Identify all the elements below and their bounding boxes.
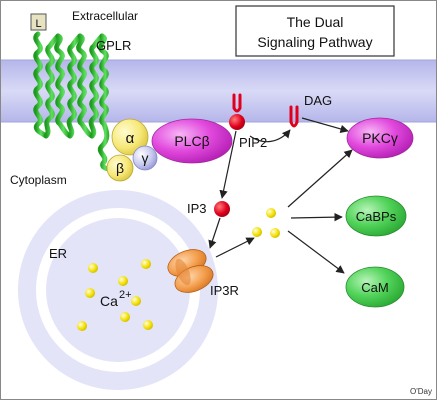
extracellular-label: Extracellular (72, 9, 138, 23)
plasma-membrane (1, 60, 436, 122)
plc-beta (151, 118, 233, 164)
arrow-calcium-to-cabps (290, 212, 343, 222)
dag-molecule (289, 105, 299, 128)
calcium-ions-cytosol (252, 208, 280, 238)
title-box: The Dual Signaling Pathway (235, 5, 395, 57)
ip3r-label: IP3R (210, 283, 239, 298)
g-beta-subunit (106, 154, 134, 182)
title-line-1: The Dual (287, 14, 344, 30)
credit-label: O'Day (410, 387, 432, 396)
g-beta-label: β (116, 160, 124, 176)
calcium-label: Ca 2+ (100, 289, 132, 309)
title-line-2: Signaling Pathway (257, 34, 372, 50)
g-alpha-subunit (111, 118, 149, 156)
plc-beta-label: PLCβ (174, 133, 209, 149)
pkc-gamma-label: PKCγ (362, 130, 398, 146)
ligand-label: L (35, 18, 41, 30)
calcium-ions-er (77, 259, 153, 331)
pkc-gamma (346, 117, 414, 159)
arrow-ip3-to-ip3r (208, 217, 221, 249)
calcium-label-base: Ca (100, 293, 118, 309)
cabps-label: CaBPs (356, 209, 397, 224)
g-alpha-label: α (126, 130, 135, 147)
ip3-label: IP3 (187, 201, 207, 216)
cam (345, 266, 405, 308)
dag-label: DAG (304, 93, 332, 108)
ip3-molecule (214, 201, 230, 217)
endoplasmic-reticulum (18, 190, 218, 390)
g-protein: α β γ (106, 118, 158, 182)
g-gamma-subunit (132, 145, 158, 171)
ip3r-channel (167, 249, 214, 293)
gplr-label: GPLR (96, 38, 131, 53)
arrow-ip3r-to-calcium (215, 237, 255, 258)
g-gamma-label: γ (142, 150, 149, 166)
calcium-label-charge: 2+ (119, 289, 132, 301)
arrow-dag-to-pkc (301, 117, 349, 133)
cam-label: CaM (361, 280, 388, 295)
cytoplasm-label: Cytoplasm (10, 173, 67, 187)
arrow-pip2-to-ip3 (219, 130, 237, 199)
er-label: ER (49, 246, 67, 261)
gplr-receptor (33, 31, 113, 171)
cabps (345, 195, 407, 237)
arrow-calcium-to-pkc (287, 149, 353, 208)
arrow-pip2-to-dag (249, 129, 291, 143)
pip2-molecule (229, 93, 245, 130)
pip2-label: PIP2 (239, 135, 267, 150)
arrow-calcium-to-cam (287, 230, 345, 274)
ligand: L (30, 13, 47, 31)
